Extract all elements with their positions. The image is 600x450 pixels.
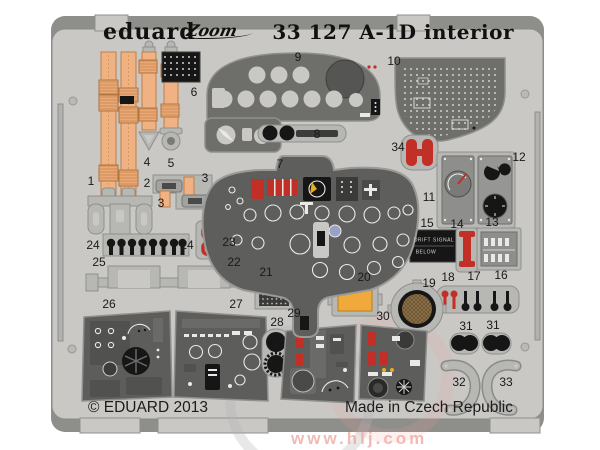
sheet-tab [94, 14, 129, 32]
part-34-red-handle [400, 134, 439, 171]
part-11-12-gauge-panels [436, 151, 516, 229]
part-number-label: 31 [486, 318, 500, 332]
part-number-label: 9 [294, 50, 302, 64]
part-24-knob-strip [102, 233, 190, 257]
part-number-label: 26 [102, 297, 116, 311]
part-number-label: 31 [459, 319, 473, 333]
belt-buckle [120, 96, 134, 104]
part-number-label: 3 [157, 196, 165, 210]
part-number-label: 12 [512, 150, 526, 164]
part-16-17-18-levers [436, 285, 520, 314]
starburst-knob [396, 379, 412, 395]
part-8-lever-assembly [257, 124, 347, 143]
part-number-label: 32 [452, 375, 466, 389]
pointer-blade [218, 128, 234, 142]
part-number-label: 24 [86, 238, 100, 252]
part-number-label: 2 [143, 176, 151, 190]
copyright-text: © EDUARD 2013 [88, 399, 208, 416]
sheet-tab [396, 14, 431, 32]
part-27-side-console [173, 310, 269, 402]
part-25-22-channel-strips [85, 265, 271, 292]
part-30-center-console [358, 324, 428, 402]
sheet-tab [489, 417, 541, 434]
part-number-label: 4 [143, 155, 151, 169]
part-number-label: 5 [167, 156, 175, 170]
part-number-label: 27 [229, 297, 243, 311]
origin-text: Made in Czech Republic [344, 399, 513, 416]
part-26-side-console [81, 310, 173, 402]
part-32-33-curved-strips [440, 359, 522, 416]
placard-line1: DRIFT SIGNAL [413, 237, 455, 244]
part-number-label: 33 [499, 375, 513, 389]
part-1-2-shoulder-harness [87, 51, 153, 237]
part-number-label: 24 [180, 238, 194, 252]
part-15-placard [409, 229, 459, 263]
product-title: 33 127 A-1D interior [272, 20, 514, 44]
part-number-label: 29 [287, 306, 301, 320]
part-6-mesh-screen [161, 51, 201, 83]
part-31-knob-pairs [449, 332, 512, 355]
part-14-red-bracket [455, 227, 479, 273]
part-number-label: 16 [494, 268, 508, 282]
part-number-label: 19 [422, 276, 436, 290]
part-number-label: 34 [391, 140, 405, 154]
part-number-label: 6 [190, 85, 198, 99]
placard-line2: BELOW [415, 249, 437, 256]
zoom-series-logo: Zoom [184, 21, 239, 40]
part-number-label: 13 [485, 215, 499, 229]
sheet-holes [67, 89, 530, 354]
sheet-tab [157, 417, 269, 434]
part-number-label: 14 [450, 217, 464, 231]
part-number-label: 21 [259, 265, 273, 279]
watermark-url: www.hlj.com [291, 429, 428, 448]
part-7-main-instrument-panel [201, 155, 420, 338]
retaining-strip-right [534, 111, 541, 341]
part-13-switch-panel [476, 227, 522, 271]
retaining-strip-left [57, 103, 64, 342]
part-3-strap-fittings [152, 174, 213, 210]
belt-mount-bracket [87, 195, 153, 237]
part-number-label: 20 [357, 270, 371, 284]
part-10-riveted-panel [394, 57, 506, 142]
part-number-label: 11 [422, 190, 436, 204]
part-number-label: 8 [313, 127, 321, 141]
part-number-label: 28 [270, 315, 284, 329]
part-number-label: 22 [227, 255, 241, 269]
sheet-tab [79, 417, 141, 434]
part-29-center-console [280, 324, 357, 404]
part-number-label: 25 [92, 255, 106, 269]
part-number-label: 23 [222, 235, 236, 249]
part-number-label: 17 [467, 269, 481, 283]
part-number-label: 10 [387, 54, 401, 68]
part-19-mesh-disc [387, 279, 447, 339]
part-number-label: 18 [441, 270, 455, 284]
brand-logo: eduard [103, 19, 196, 45]
part-number-label: 15 [420, 216, 434, 230]
part-number-label: 3 [201, 171, 209, 185]
part-number-label: 7 [276, 157, 284, 171]
part-number-label: 1 [87, 174, 95, 188]
part-number-label: 30 [376, 309, 390, 323]
